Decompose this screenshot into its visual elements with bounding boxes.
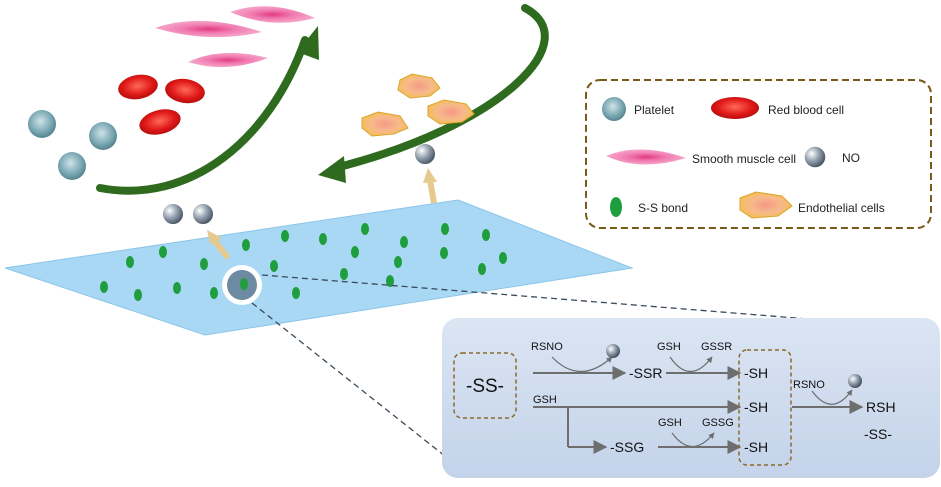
ss-bond-dot bbox=[441, 223, 449, 235]
ss-bond-dot bbox=[394, 256, 402, 268]
rsno-curve-2 bbox=[811, 389, 853, 405]
endothelial-cell bbox=[427, 99, 475, 125]
sh-label-2: -SH bbox=[744, 399, 768, 415]
ss-bond-dot bbox=[159, 246, 167, 258]
ssg-label: -SSG bbox=[610, 439, 644, 455]
no-sphere bbox=[161, 202, 185, 226]
reaction-panel-bg bbox=[442, 318, 940, 478]
ss-bond-dot bbox=[100, 281, 108, 293]
ss-bond-dot bbox=[478, 263, 486, 275]
gsh-bottom-label: GSH bbox=[658, 417, 682, 429]
legend-platelet-label: Platelet bbox=[634, 103, 675, 117]
ss-bond-dot bbox=[351, 246, 359, 258]
smooth-muscle-cell bbox=[230, 6, 315, 23]
smooth-muscle-cell bbox=[155, 20, 262, 38]
no-molecules bbox=[161, 142, 437, 226]
no-sphere bbox=[413, 142, 437, 166]
gsh-top-label: GSH bbox=[657, 341, 681, 353]
ss-bond-dot bbox=[400, 236, 408, 248]
reactant-box bbox=[453, 352, 517, 419]
legend-ss-label: S-S bond bbox=[638, 201, 688, 215]
endothelial-cell bbox=[361, 111, 409, 137]
endothelial-cell bbox=[397, 73, 441, 99]
rsh-label: RSH bbox=[866, 399, 896, 415]
smooth-muscle-cells bbox=[155, 6, 315, 68]
ss-bond-dot bbox=[319, 233, 327, 245]
curved-arrows bbox=[96, 4, 549, 195]
ss-bond-dot bbox=[242, 239, 250, 251]
gssr-label: GSSR bbox=[701, 341, 732, 353]
no-sphere-panel-1 bbox=[606, 344, 620, 358]
ssr-label: -SSR bbox=[629, 365, 662, 381]
rsno-curve-1 bbox=[551, 356, 613, 372]
ss-bond-dot bbox=[292, 287, 300, 299]
rsno-label-2: RSNO bbox=[793, 379, 825, 391]
ss-bond-dot bbox=[126, 256, 134, 268]
no-sphere bbox=[191, 202, 215, 226]
ss-bond-dot bbox=[270, 260, 278, 272]
legend-rbc-label: Red blood cell bbox=[768, 103, 844, 117]
ss-bond-dot bbox=[340, 268, 348, 280]
smooth-muscle-cell bbox=[188, 52, 268, 68]
sh-box bbox=[738, 349, 792, 466]
sh-label-3: -SH bbox=[744, 439, 768, 455]
legend-smc-icon bbox=[606, 149, 686, 165]
legend-ss-icon bbox=[610, 197, 622, 217]
red-blood-cell bbox=[139, 109, 181, 135]
legend: Platelet Red blood cell Smooth muscle ce… bbox=[585, 79, 932, 229]
ss-bond-dot bbox=[440, 247, 448, 259]
legend-no-icon bbox=[803, 145, 827, 169]
red-blood-cells bbox=[118, 74, 205, 135]
gsh-curve-top bbox=[669, 356, 713, 373]
sh-label-1: -SH bbox=[744, 365, 768, 381]
red-blood-cell bbox=[118, 74, 158, 100]
no-release-arrows bbox=[207, 168, 437, 260]
reaction-panel: -SS- RSNO -SSR GSH GSSR GSH -SSG GSH GSS… bbox=[442, 318, 940, 478]
ss-bond-dot bbox=[281, 230, 289, 242]
legend-border bbox=[585, 79, 932, 229]
ss-bond-dot bbox=[200, 258, 208, 270]
ss-final-label: -SS- bbox=[864, 426, 892, 442]
platelet bbox=[89, 122, 117, 150]
ss-bond-dot bbox=[482, 229, 490, 241]
legend-ec-label: Endothelial cells bbox=[798, 201, 885, 215]
ss-bond-dot bbox=[173, 282, 181, 294]
legend-smc-label: Smooth muscle cell bbox=[692, 152, 796, 166]
no-sphere-panel-2 bbox=[848, 374, 862, 388]
reactant-label: -SS- bbox=[466, 376, 504, 397]
legend-rbc-icon bbox=[711, 97, 759, 119]
legend-platelet-icon bbox=[602, 97, 626, 121]
platelets bbox=[28, 110, 117, 180]
ss-bond-dot bbox=[134, 289, 142, 301]
zoom-spot bbox=[222, 265, 262, 305]
legend-no-label: NO bbox=[842, 151, 860, 165]
curved-arrow-left bbox=[96, 36, 309, 195]
material-surface bbox=[4, 199, 634, 336]
ss-bond-dot bbox=[361, 223, 369, 235]
platelet bbox=[58, 152, 86, 180]
ss-bond-dot bbox=[210, 287, 218, 299]
gssg-label: GSSG bbox=[702, 417, 734, 429]
platelet bbox=[28, 110, 56, 138]
rsno-label-1: RSNO bbox=[531, 341, 563, 353]
ss-bond-dots bbox=[100, 223, 507, 301]
red-blood-cell bbox=[165, 78, 205, 104]
legend-ec-icon bbox=[739, 191, 793, 219]
endothelial-cells bbox=[361, 73, 475, 137]
ss-bond-dot bbox=[386, 275, 394, 287]
curved-arrow-right bbox=[331, 4, 549, 172]
gsh-left-label: GSH bbox=[533, 394, 557, 406]
ss-bond-dot bbox=[499, 252, 507, 264]
